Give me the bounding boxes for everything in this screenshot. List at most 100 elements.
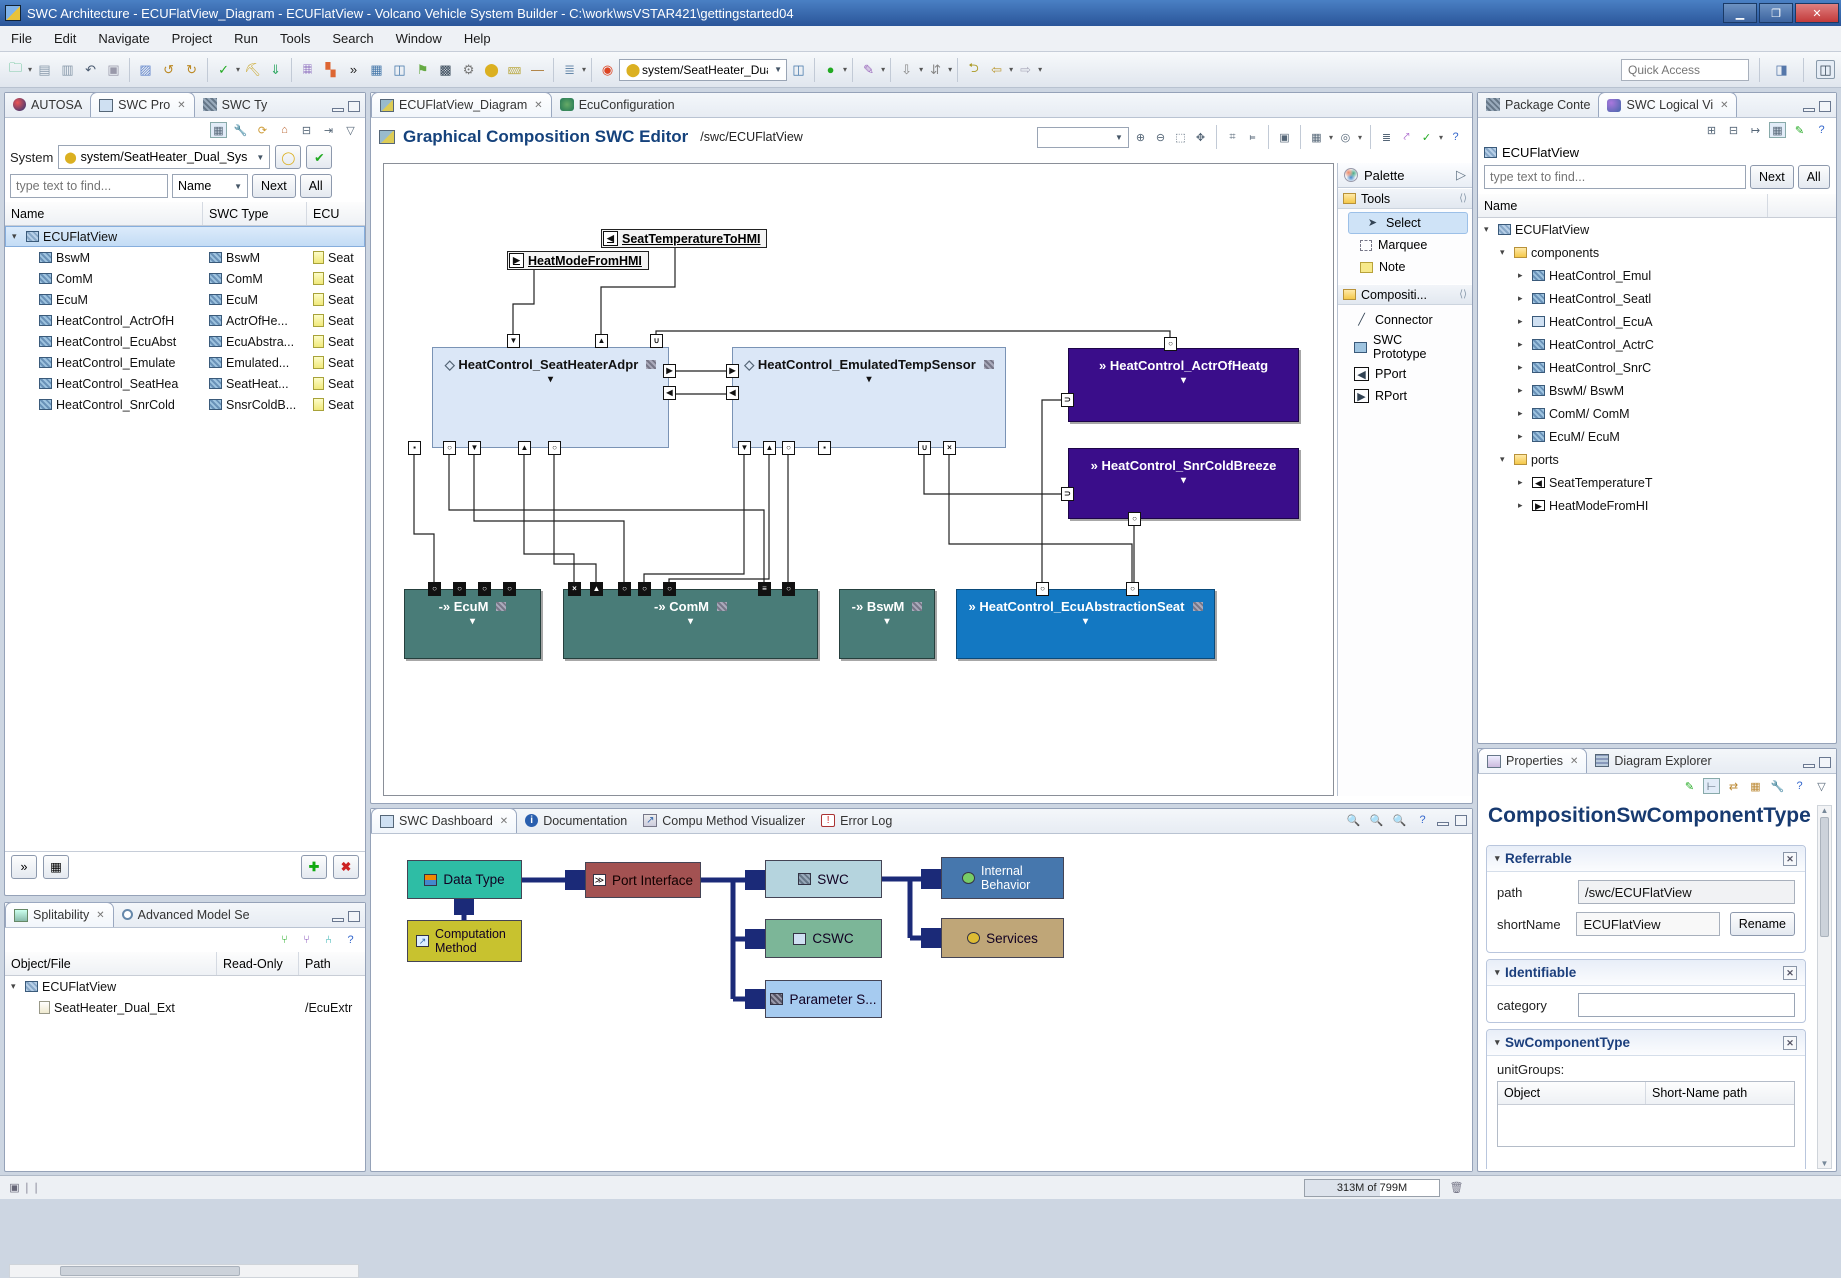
palette-group-composition[interactable]: Compositi... ⟨⟩ bbox=[1338, 284, 1472, 305]
column-object[interactable]: Object bbox=[1498, 1082, 1646, 1104]
close-button[interactable]: ✕ bbox=[1795, 3, 1839, 23]
undo-model-icon[interactable]: ↺ bbox=[159, 60, 178, 79]
collapse-chevron-icon[interactable]: ▾ bbox=[866, 374, 871, 385]
tab-package-content[interactable]: Package Conte bbox=[1478, 92, 1598, 117]
shortname-value[interactable]: ECUFlatView bbox=[1576, 912, 1719, 936]
node-emulated-temp-sensor[interactable]: ◇ HeatControl_EmulatedTempSensor ▾ bbox=[732, 347, 1006, 448]
column-name[interactable]: Name bbox=[1478, 194, 1768, 217]
zoom-in-icon[interactable]: 🔍 bbox=[1391, 812, 1408, 828]
redo-model-icon[interactable]: ↻ bbox=[182, 60, 201, 79]
undo-icon[interactable]: ↶ bbox=[81, 60, 100, 79]
camera-icon[interactable]: ▣ bbox=[1276, 129, 1293, 145]
section-close-icon[interactable]: ✕ bbox=[1783, 1036, 1797, 1050]
perspective-open-icon[interactable]: ◨ bbox=[1772, 60, 1791, 79]
search-diagram-icon[interactable]: ◎ bbox=[1337, 129, 1354, 145]
run-fast-icon[interactable]: » bbox=[344, 60, 363, 79]
dashboard-node-data-type[interactable]: Data Type bbox=[407, 860, 522, 899]
tree-row-root[interactable]: ▾ECUFlatView bbox=[5, 226, 365, 247]
node-ecu-abstraction-seat[interactable]: » HeatControl_EcuAbstractionSeat ▾ bbox=[956, 589, 1215, 659]
view-pin-icon[interactable]: ⇥ bbox=[320, 122, 337, 138]
collapse-all-icon[interactable]: ⊟ bbox=[298, 122, 315, 138]
tree-row[interactable]: EcuM EcuM Seat bbox=[5, 289, 365, 310]
sort-icon[interactable]: ⇄ bbox=[1725, 778, 1742, 794]
target-icon[interactable]: ◉ bbox=[598, 60, 617, 79]
palette-tool-note[interactable]: Note bbox=[1344, 256, 1472, 278]
zoom-out-icon[interactable]: 🔍 bbox=[1345, 812, 1362, 828]
back-nested-icon[interactable]: ⮌ bbox=[964, 60, 983, 79]
palette-collapse-icon[interactable]: ▷ bbox=[1456, 167, 1466, 183]
minimize-view-icon[interactable] bbox=[1803, 108, 1815, 112]
annotate-dropdown-icon[interactable]: ▾ bbox=[919, 65, 923, 74]
port-label-seat-temperature[interactable]: ◀ SeatTemperatureToHMI bbox=[601, 229, 767, 248]
merge-purple-icon[interactable]: ⑂ bbox=[298, 932, 315, 948]
help-icon[interactable]: ? bbox=[1791, 778, 1808, 794]
column-read-only[interactable]: Read-Only bbox=[217, 952, 299, 975]
section-close-icon[interactable]: ✕ bbox=[1783, 966, 1797, 980]
port-icon[interactable]: ○ bbox=[782, 441, 795, 455]
tree-row[interactable]: ▸HeatControl_ActrC bbox=[1478, 333, 1836, 356]
rename-button[interactable]: Rename bbox=[1730, 912, 1795, 936]
node-ecum[interactable]: -» EcuM ▾ bbox=[404, 589, 541, 659]
tree-nav-icon[interactable]: ⇵ bbox=[926, 60, 945, 79]
help-icon[interactable]: ? bbox=[342, 932, 359, 948]
link-editor-icon[interactable]: ▦ bbox=[210, 122, 227, 138]
column-short-name-path[interactable]: Short-Name path bbox=[1646, 1082, 1794, 1104]
tools-icon[interactable]: 🔧 bbox=[1769, 778, 1786, 794]
port-label-heat-mode[interactable]: ▶ HeatModeFromHMI bbox=[507, 251, 649, 270]
collapse-all-icon[interactable]: ⊟ bbox=[1725, 122, 1742, 138]
palette-group-tools[interactable]: Tools ⟨⟩ bbox=[1338, 188, 1472, 209]
home-icon[interactable]: ⌂ bbox=[276, 122, 293, 138]
help-icon[interactable]: ? bbox=[1447, 129, 1464, 145]
tab-splitability[interactable]: Splitability✕ bbox=[5, 902, 114, 927]
new-element-icon[interactable]: ✎ bbox=[1681, 778, 1698, 794]
close-icon[interactable]: ✕ bbox=[96, 910, 104, 921]
palette-tool-pport[interactable]: ◀PPort bbox=[1338, 363, 1472, 385]
node-snr-cold-breeze[interactable]: » HeatControl_SnrColdBreeze ▾ bbox=[1068, 448, 1299, 519]
port-icon[interactable]: ◀ bbox=[663, 386, 676, 400]
search-column-combo[interactable]: Name▼ bbox=[172, 174, 248, 198]
table-edit-icon[interactable]: ▦ bbox=[1747, 778, 1764, 794]
window-grid-icon[interactable]: ◫ bbox=[390, 60, 409, 79]
maximize-view-icon[interactable] bbox=[1819, 101, 1831, 112]
table-mode-button[interactable]: ▦ bbox=[43, 855, 69, 879]
minimize-button[interactable]: ▁ bbox=[1723, 3, 1757, 23]
system-validate-button[interactable]: ✔ bbox=[306, 145, 332, 169]
settings-wrench-icon[interactable]: 🔧 bbox=[232, 122, 249, 138]
tab-swc-dashboard[interactable]: SWC Dashboard✕ bbox=[371, 808, 517, 833]
tree-row[interactable]: HeatControl_Emulate Emulated... Seat bbox=[5, 352, 365, 373]
tab-documentation[interactable]: i Documentation bbox=[517, 808, 635, 833]
port-icon[interactable]: ▼ bbox=[738, 441, 751, 455]
palette-tool-select[interactable]: ➤Select bbox=[1348, 212, 1468, 234]
port-icon[interactable]: ○ bbox=[618, 582, 631, 596]
new-dropdown-icon[interactable]: ▾ bbox=[28, 65, 32, 74]
split-view-icon[interactable]: ▚ bbox=[321, 60, 340, 79]
tree-row[interactable]: ▸BswM/ BswM bbox=[1478, 379, 1836, 402]
port-icon[interactable]: ▪ bbox=[818, 441, 831, 455]
zoom-marquee-icon[interactable]: ⬚ bbox=[1172, 129, 1189, 145]
save-icon[interactable]: ▤ bbox=[35, 60, 54, 79]
close-icon[interactable]: ✕ bbox=[177, 100, 185, 111]
collapse-chevron-icon[interactable]: ▾ bbox=[548, 374, 553, 385]
zoom-combo[interactable]: ▼ bbox=[1037, 127, 1129, 148]
node-bswm[interactable]: -» BswM ▾ bbox=[839, 589, 935, 659]
column-icon[interactable]: 🝙 bbox=[505, 60, 524, 79]
collapse-chevron-icon[interactable]: ▾ bbox=[1181, 375, 1186, 386]
collapse-chevron-icon[interactable]: ▾ bbox=[884, 616, 889, 627]
column-swc-type[interactable]: SWC Type bbox=[203, 202, 307, 225]
close-icon[interactable]: ✕ bbox=[1720, 100, 1728, 111]
close-icon[interactable]: ✕ bbox=[534, 100, 542, 111]
print-icon[interactable]: ▣ bbox=[104, 60, 123, 79]
tab-ecuconfiguration[interactable]: EcuConfiguration bbox=[552, 92, 683, 117]
port-icon[interactable]: ∪ bbox=[918, 441, 931, 455]
port-icon[interactable]: ○ bbox=[1128, 512, 1141, 526]
maximize-button[interactable]: ❐ bbox=[1759, 3, 1793, 23]
matrix-icon[interactable]: ▩ bbox=[436, 60, 455, 79]
maximize-view-icon[interactable] bbox=[348, 101, 360, 112]
validate-diagram-icon[interactable]: ✓ bbox=[1418, 129, 1435, 145]
edit-icon[interactable]: ✎ bbox=[1791, 122, 1808, 138]
menu-window[interactable]: Window bbox=[385, 26, 453, 51]
split-green-icon[interactable]: ⑂ bbox=[276, 932, 293, 948]
heap-status[interactable]: 313M of 799M bbox=[1304, 1179, 1440, 1197]
db-icon[interactable]: ⬤ bbox=[482, 60, 501, 79]
flag-icon[interactable]: ⚑ bbox=[413, 60, 432, 79]
